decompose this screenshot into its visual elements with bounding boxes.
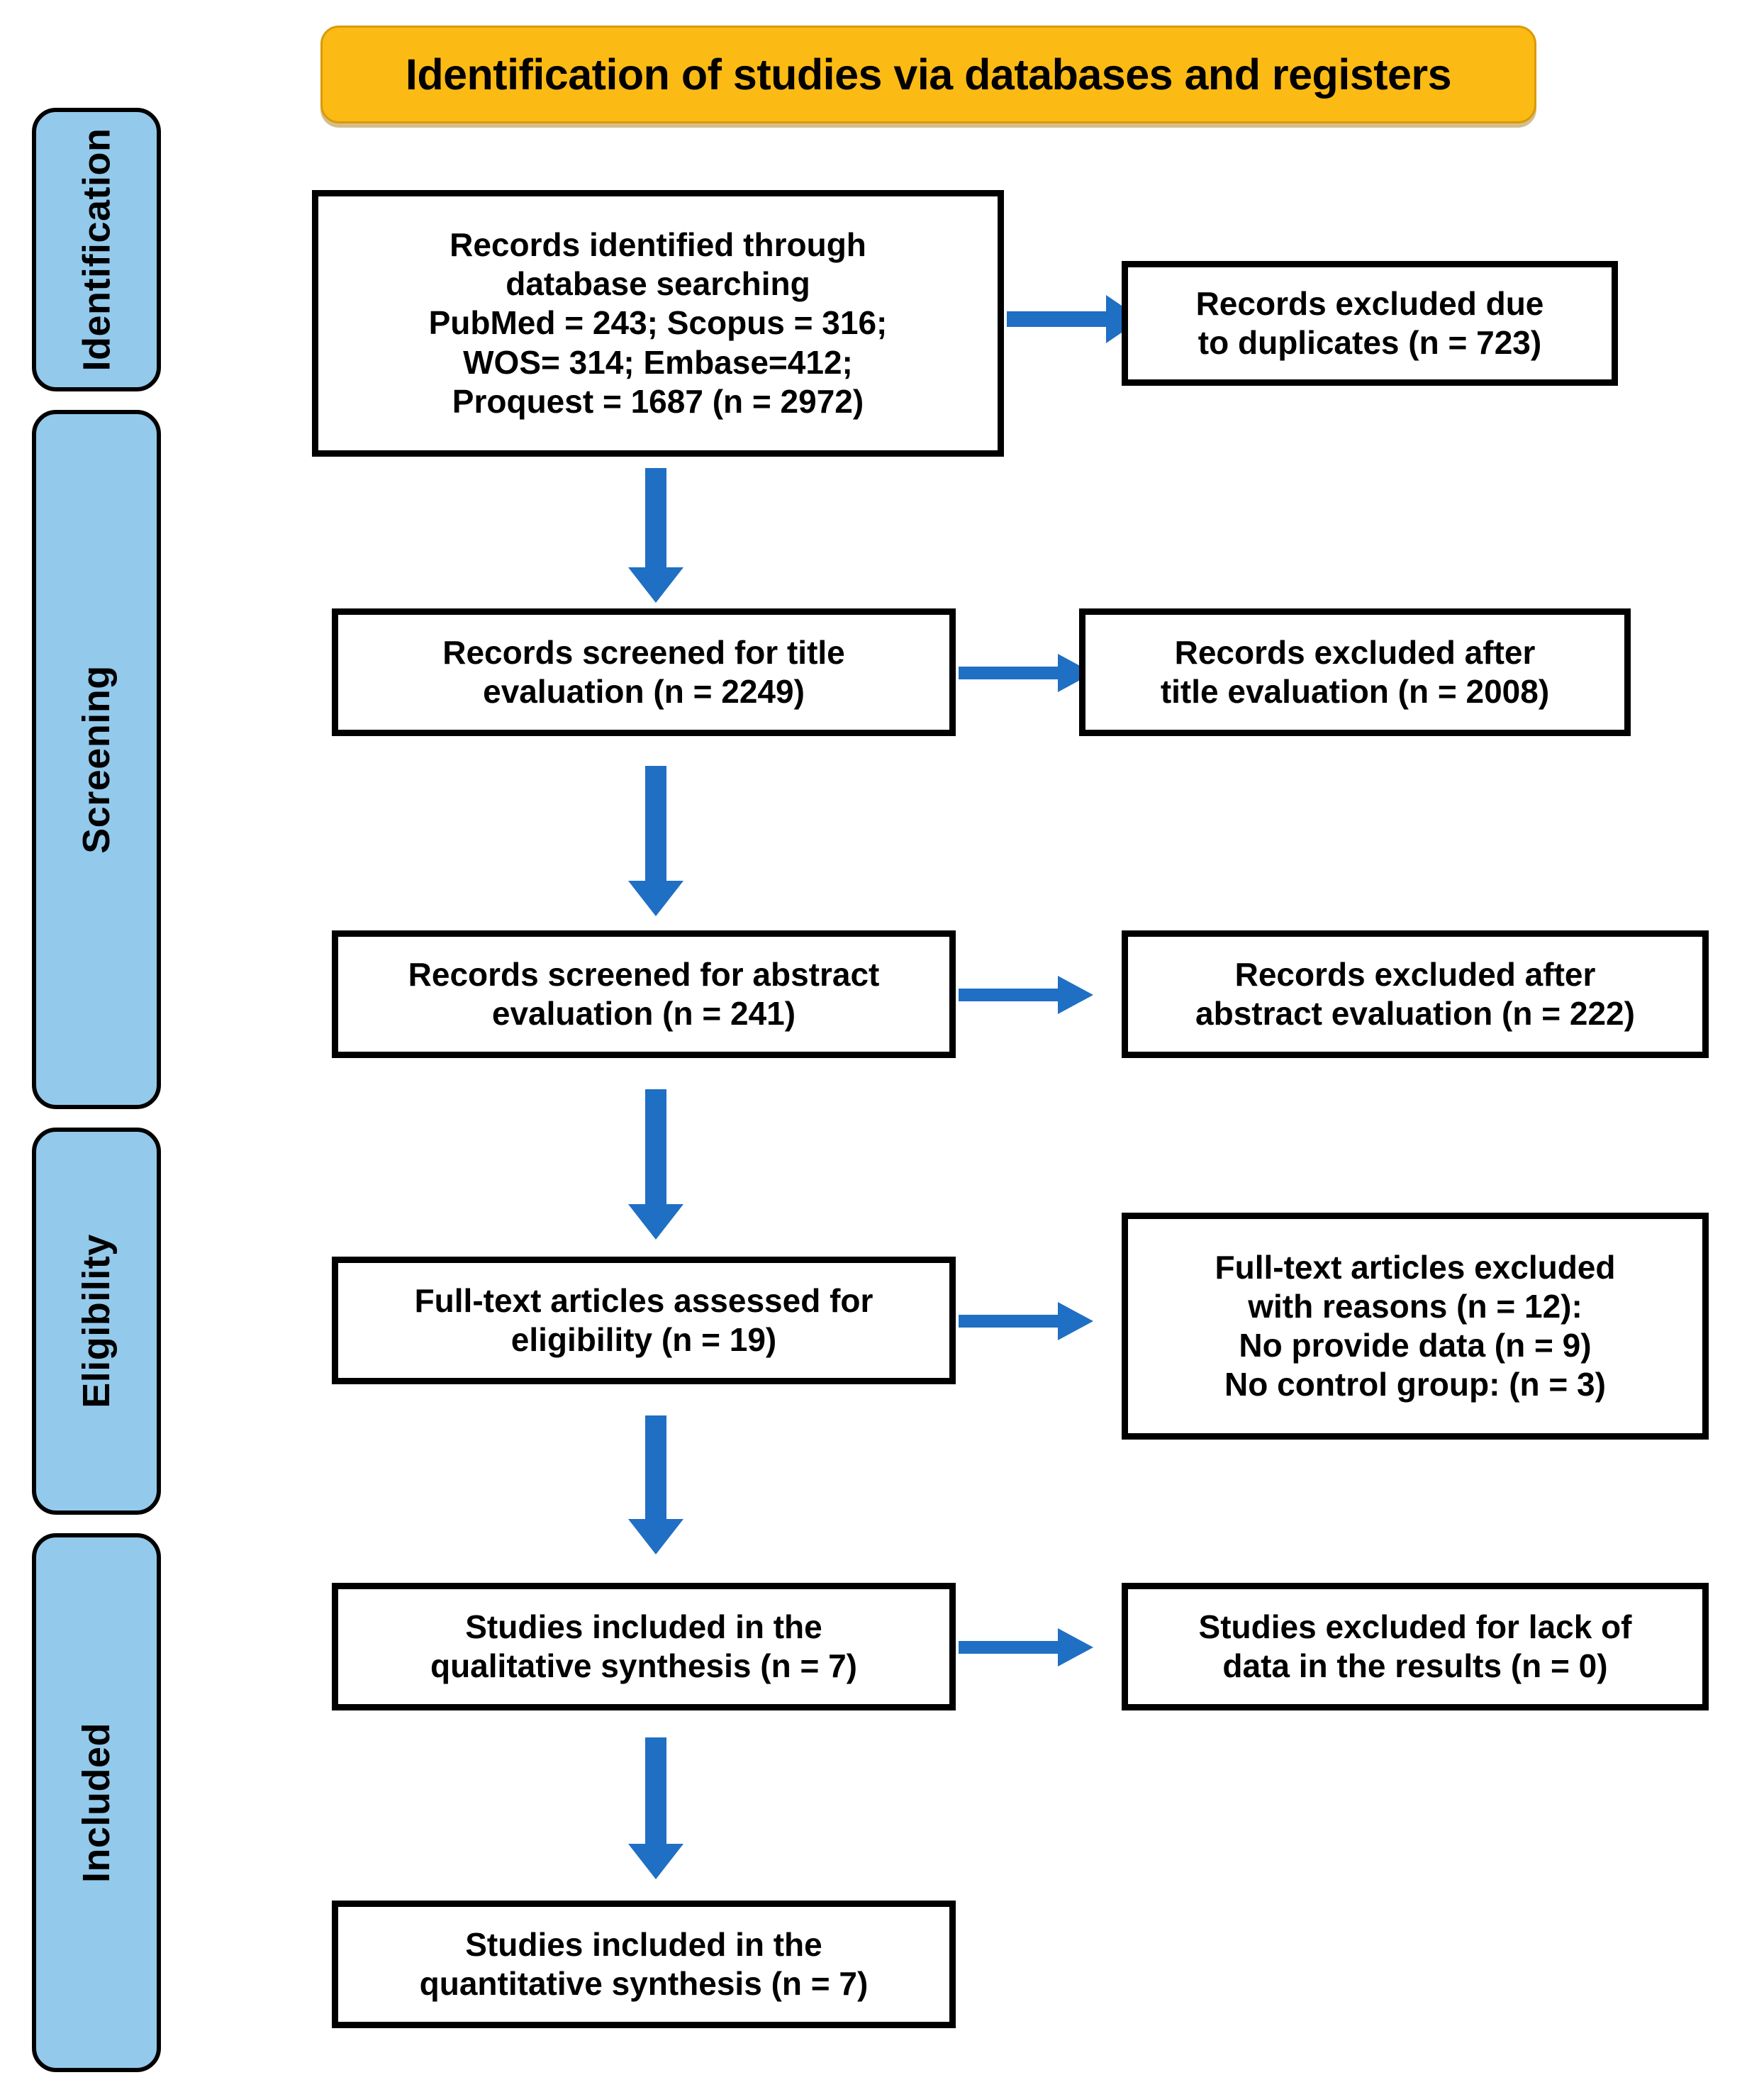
node-text-line: title evaluation (n = 2008) bbox=[1160, 673, 1550, 710]
node-text-line: Studies excluded for lack of bbox=[1198, 1608, 1632, 1645]
node-text-line: Records excluded after bbox=[1234, 955, 1596, 993]
diagram-title: Identification of studies via databases … bbox=[405, 50, 1452, 99]
node-text-line: to duplicates (n = 723) bbox=[1198, 324, 1542, 361]
node-text-line: Full-text articles excluded bbox=[1215, 1248, 1616, 1286]
node-records-identified: Records identified through database sear… bbox=[312, 190, 1004, 457]
node-studies-excluded-lack-data: Studies excluded for lack of data in the… bbox=[1122, 1583, 1709, 1710]
stage-label-eligibility: Eligibility bbox=[75, 1234, 118, 1408]
node-text-line: PubMed = 243; Scopus = 316; bbox=[428, 304, 888, 342]
arrow-identified-to-duplicates bbox=[1007, 289, 1141, 349]
node-text-line: qualitative synthesis (n = 7) bbox=[430, 1647, 858, 1684]
arrow-abstract-to-fulltext bbox=[624, 1089, 688, 1240]
stage-label-screening: Screening bbox=[75, 665, 118, 854]
arrow-qualitative-to-quantitative bbox=[624, 1737, 688, 1879]
stage-label-identification: Identification bbox=[75, 128, 118, 372]
node-fulltext-assessed: Full-text articles assessed for eligibil… bbox=[332, 1257, 956, 1384]
node-text-line: Studies included in the bbox=[465, 1608, 822, 1645]
node-records-excluded-title: Records excluded after title evaluation … bbox=[1079, 608, 1631, 736]
node-text-line: Records screened for abstract bbox=[408, 955, 880, 993]
node-text-line: eligibility (n = 19) bbox=[510, 1321, 777, 1358]
arrow-title-screened-to-excluded bbox=[959, 651, 1093, 695]
node-text-line: No control group: (n = 3) bbox=[1224, 1366, 1606, 1403]
stage-pill-screening: Screening bbox=[32, 410, 161, 1109]
node-fulltext-excluded-reasons: Full-text articles excluded with reasons… bbox=[1122, 1213, 1709, 1440]
node-text-line: Records identified through bbox=[450, 226, 866, 264]
node-text-line: Records excluded due bbox=[1195, 284, 1544, 322]
arrow-fulltext-to-excluded bbox=[959, 1299, 1093, 1343]
node-text-line: No provide data (n = 9) bbox=[1239, 1327, 1592, 1364]
node-text-line: Records screened for title bbox=[442, 633, 845, 671]
diagram-header-banner: Identification of studies via databases … bbox=[320, 26, 1536, 123]
node-records-excluded-duplicates: Records excluded due to duplicates (n = … bbox=[1122, 261, 1618, 386]
node-studies-included-quantitative: Studies included in the quantitative syn… bbox=[332, 1901, 956, 2028]
arrow-qualitative-to-excluded bbox=[959, 1625, 1093, 1669]
node-text-line: evaluation (n = 2249) bbox=[483, 673, 805, 710]
node-records-screened-title: Records screened for title evaluation (n… bbox=[332, 608, 956, 736]
node-text-line: Proquest = 1687 (n = 2972) bbox=[452, 382, 864, 420]
stage-pill-eligibility: Eligibility bbox=[32, 1128, 161, 1515]
node-text-line: evaluation (n = 241) bbox=[491, 995, 796, 1032]
node-text-line: data in the results (n = 0) bbox=[1222, 1647, 1608, 1684]
node-text-line: with reasons (n = 12): bbox=[1248, 1287, 1582, 1325]
node-text-line: quantitative synthesis (n = 7) bbox=[419, 1965, 869, 2002]
arrow-abstract-screened-to-excluded bbox=[959, 973, 1093, 1017]
node-text-line: WOS= 314; Embase=412; bbox=[463, 343, 853, 381]
node-text-line: database searching bbox=[506, 265, 810, 303]
node-text-line: abstract evaluation (n = 222) bbox=[1195, 995, 1635, 1032]
node-records-excluded-abstract: Records excluded after abstract evaluati… bbox=[1122, 930, 1709, 1058]
node-records-screened-abstract: Records screened for abstract evaluation… bbox=[332, 930, 956, 1058]
arrow-identified-to-title-screened bbox=[624, 468, 688, 603]
stage-pill-included: Included bbox=[32, 1533, 161, 2072]
node-studies-included-qualitative: Studies included in the qualitative synt… bbox=[332, 1583, 956, 1710]
stage-pill-identification: Identification bbox=[32, 108, 161, 391]
stage-label-included: Included bbox=[75, 1722, 118, 1884]
node-text-line: Studies included in the bbox=[465, 1925, 822, 1963]
node-text-line: Full-text articles assessed for bbox=[414, 1281, 873, 1319]
arrow-title-to-abstract-screened bbox=[624, 766, 688, 916]
arrow-fulltext-to-qualitative bbox=[624, 1415, 688, 1554]
node-text-line: Records excluded after bbox=[1174, 633, 1536, 671]
